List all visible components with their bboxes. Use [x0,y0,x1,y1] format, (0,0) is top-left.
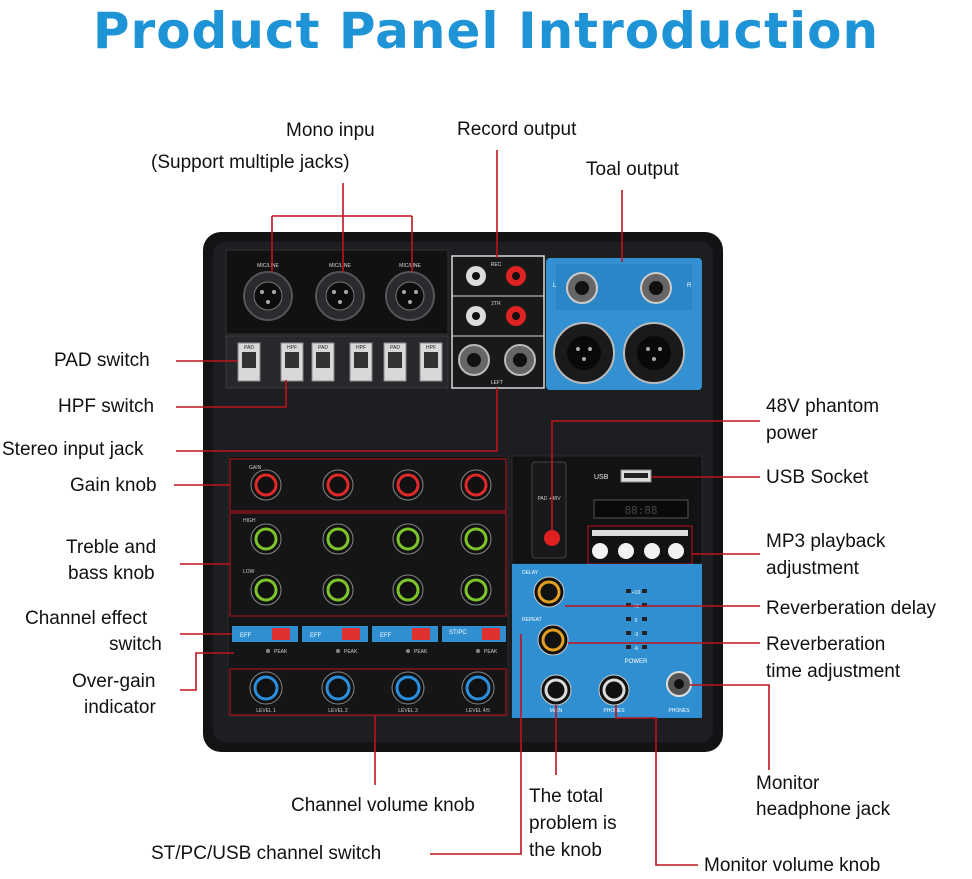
xlr-jack-2 [315,271,365,321]
label-record-output: Record output [457,119,577,140]
label-over-gain-1: Over-gain [72,671,156,692]
power-label: POWER [625,659,648,665]
svg-text:88:88: 88:88 [624,504,657,517]
switch-label: HPF [356,345,366,351]
switch-label: PAD [318,345,328,351]
label-reverb-time-1: Reverberation [766,634,886,655]
xlr-label: MIC/LINE [257,263,279,269]
pad-hpf-switches [237,342,443,382]
page-title: Product Panel Introduction [92,2,880,60]
usb-label: USB [594,474,609,481]
label-total-1: The total [529,786,603,807]
label-channel-volume: Channel volume knob [291,795,475,816]
peak-leds [266,649,480,653]
fx-label: EFF [310,633,322,639]
xlr-label: MIC/LINE [329,263,351,269]
level-label: LEVEL 2 [328,708,348,714]
phones-label: PHONES [603,708,625,714]
gain-label: GAIN [249,465,262,471]
effect-switches [232,626,506,642]
label-mono-input: Mono inpu [286,120,375,141]
label-pad-switch: PAD switch [54,350,150,371]
meter-label: -6 [634,646,639,652]
leader-lines [174,150,770,866]
bass-knobs [250,574,492,606]
label-channel-effect-1: Channel effect [25,608,148,629]
xlr-jack-3 [385,271,435,321]
phones-knob [598,674,630,706]
label-treble-bass-2: bass knob [68,563,155,584]
meter-label: -3 [634,632,639,638]
repeat-label: REPEAT [522,617,542,623]
label-phantom-1: 48V phantom [766,396,880,417]
label-channel-effect-2: switch [109,634,162,655]
mp3-display [593,499,689,519]
rca-rec-jacks [466,266,526,286]
level-knobs [249,671,495,705]
label-reverb-delay: Reverberation delay [766,598,937,619]
label-total-3: the knob [529,840,602,861]
level-meter [626,589,647,649]
repeat-knob [537,624,569,656]
label-mp3-1: MP3 playback [766,531,886,552]
label-monitor-jack-1: Monitor [756,773,820,794]
switch-label: HPF [287,345,297,351]
phantom-button [544,530,560,546]
label-treble-bass-1: Treble and [66,537,157,558]
label-phantom-2: power [766,423,818,444]
peak-label: PEAK [414,649,428,655]
2tr-label: 2TR [491,301,501,307]
switch-label: PAD [244,345,254,351]
switch-section [225,335,449,389]
delay-label: DELAY [522,570,539,576]
label-total-output: Toal output [586,159,679,180]
low-label: LOW [243,569,255,575]
level-label: LEVEL 1 [256,708,276,714]
switch-label: PAD [390,345,400,351]
stereo-input-jacks [458,344,536,376]
out-r-label: R [687,283,692,289]
mp3-buttons [592,543,684,559]
peak-label: PEAK [274,649,288,655]
label-total-2: problem is [529,813,617,834]
level-label: LEVEL 3 [398,708,418,714]
label-st-pc-usb: ST/PC/USB channel switch [151,843,382,864]
meter-label: +10 [632,590,641,596]
fx-label: EFF [240,633,252,639]
treble-knobs [250,523,492,555]
switch-label: HPF [426,345,436,351]
label-monitor-volume: Monitor volume knob [704,855,881,876]
xlr-jack-1 [243,271,293,321]
delay-knob [533,576,565,608]
high-label: HIGH [243,518,256,524]
xlr-label: MIC/LINE [399,263,421,269]
fx-label: ST/PC [449,630,467,636]
label-monitor-jack-2: headphone jack [756,799,891,820]
label-gain-knob: Gain knob [70,475,157,496]
label-hpf-switch: HPF switch [58,396,155,417]
label-mono-input-note: (Support multiple jacks) [151,152,350,173]
peak-label: PEAK [484,649,498,655]
rec-label: REC [491,262,502,268]
label-stereo-input: Stereo input jack [2,439,144,460]
stereo-label: LEFT [491,380,503,386]
meter-label: 0 [635,618,638,624]
label-usb-socket: USB Socket [766,467,869,488]
output-jacks [553,272,685,384]
gain-knobs [250,469,492,501]
peak-label: PEAK [344,649,358,655]
main-knob [540,674,572,706]
out-l-label: L [553,283,557,289]
meter-label: +6 [633,604,639,610]
phones-jack-label: PHONES [668,708,690,714]
label-reverb-time-2: time adjustment [766,661,901,682]
level-label: LEVEL 4/5 [466,708,490,714]
rca-2tr-jacks [466,306,526,326]
label-mp3-2: adjustment [766,558,859,579]
phantom-label: PAD +48V [537,496,561,502]
fx-label: EFF [380,633,392,639]
phones-jack [666,671,692,697]
label-over-gain-2: indicator [84,697,156,718]
